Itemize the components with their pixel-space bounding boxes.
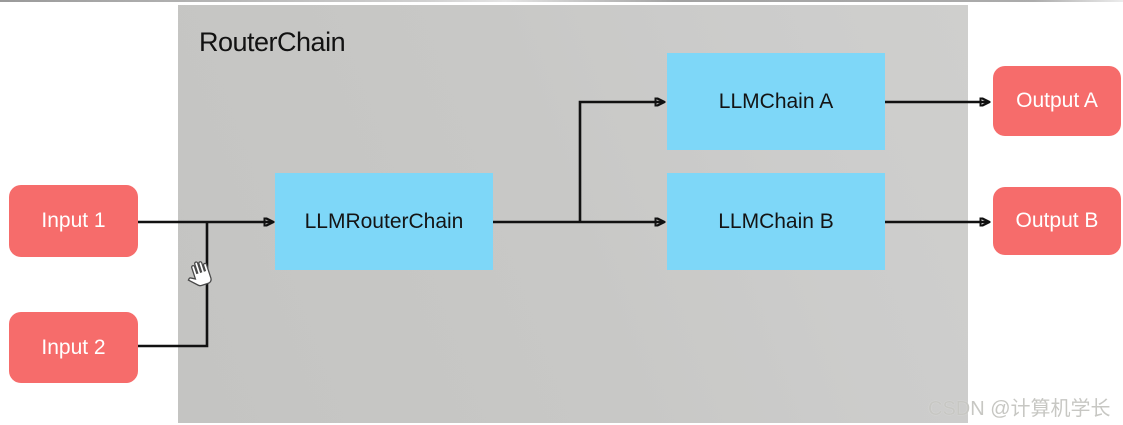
node-llmchain-b-label: LLMChain B <box>718 209 834 233</box>
node-output-a-label: Output A <box>1016 89 1098 112</box>
top-border-line <box>0 0 1123 2</box>
node-output-b-label: Output B <box>1015 209 1099 232</box>
node-llmchain-b[interactable]: LLMChain B <box>667 173 885 270</box>
node-input-2-label: Input 2 <box>41 335 106 359</box>
node-output-a[interactable]: Output A <box>993 66 1121 136</box>
node-input-2[interactable]: Input 2 <box>9 312 138 383</box>
node-input-1[interactable]: Input 1 <box>9 185 138 257</box>
node-output-b[interactable]: Output B <box>993 187 1121 255</box>
csdn-watermark: CSDN @计算机学长 <box>928 398 1111 420</box>
routerchain-title: RouterChain <box>199 27 346 57</box>
node-llmrouterchain[interactable]: LLMRouterChain <box>275 173 493 270</box>
node-llmchain-a[interactable]: LLMChain A <box>667 53 885 150</box>
node-llmrouterchain-label: LLMRouterChain <box>304 209 464 233</box>
node-input-1-label: Input 1 <box>41 209 106 232</box>
node-llmchain-a-label: LLMChain A <box>718 89 834 113</box>
